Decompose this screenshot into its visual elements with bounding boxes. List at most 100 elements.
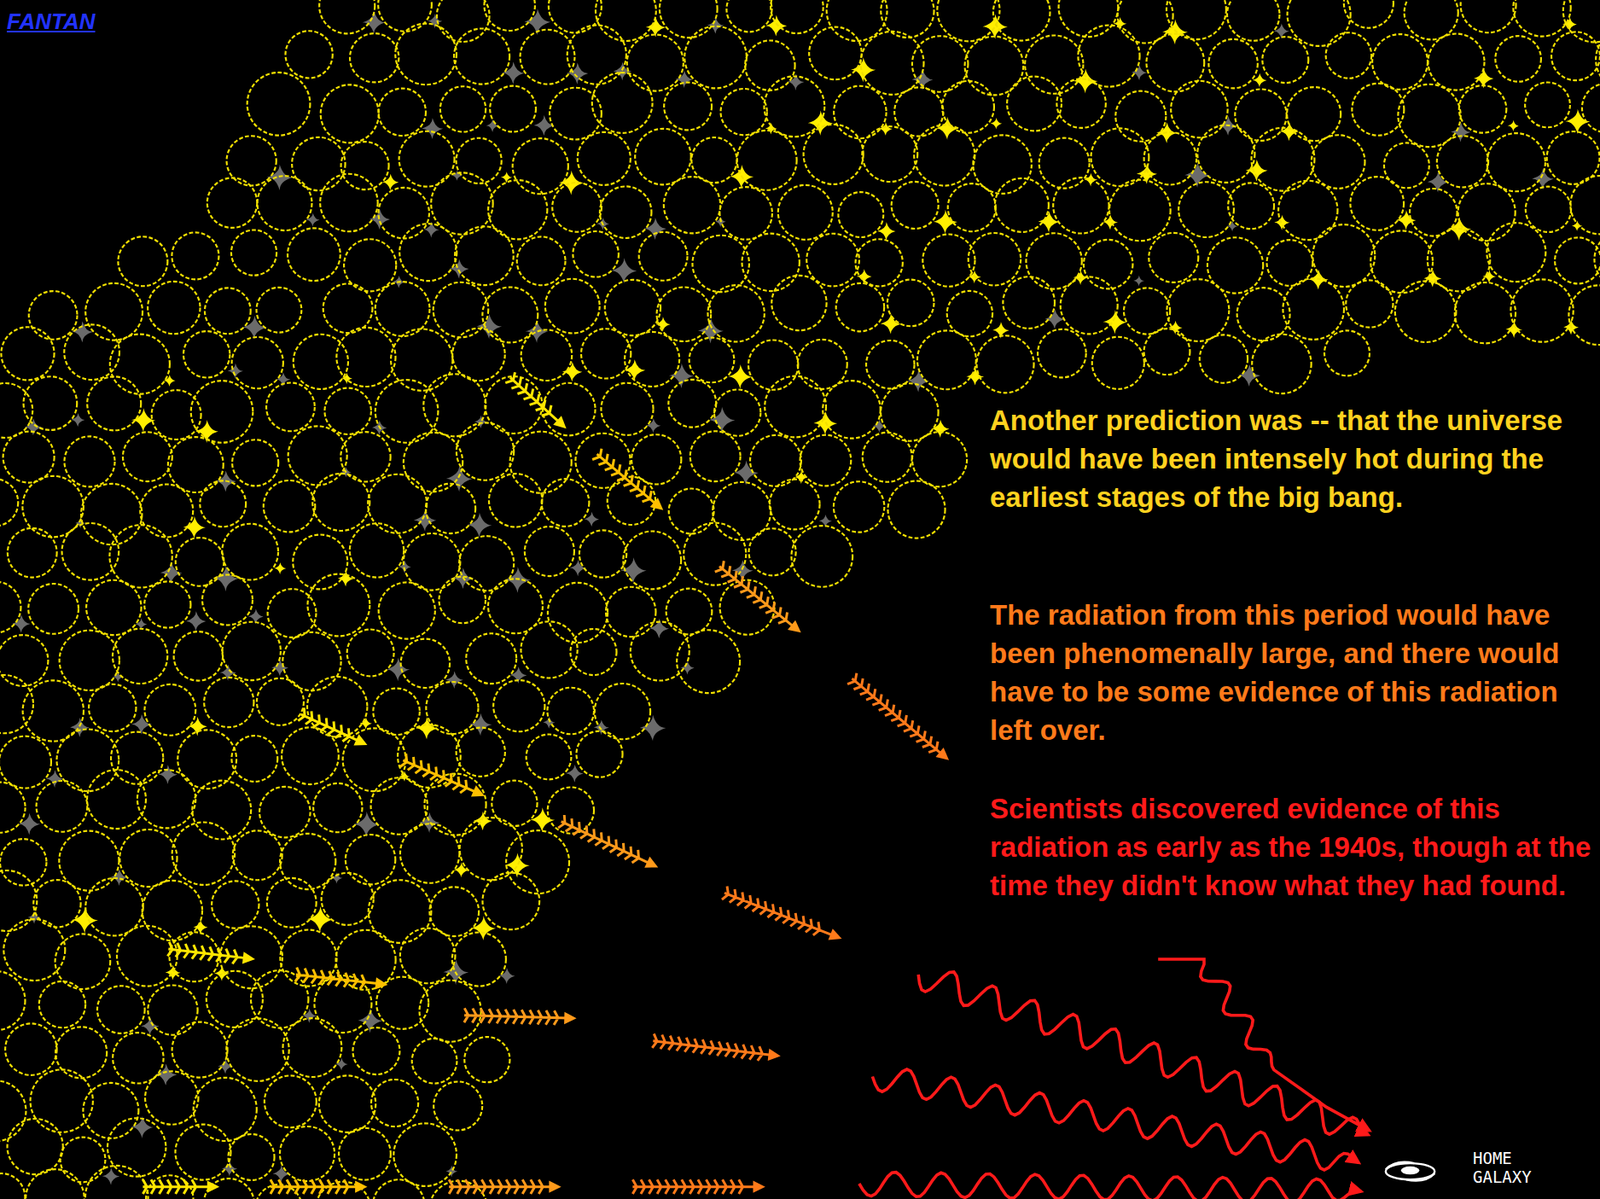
foam-junction (529, 807, 555, 832)
foam-bubble (552, 182, 602, 233)
foam-bubble (1207, 237, 1263, 293)
foam-bubble (549, 87, 602, 140)
foam-bubble (172, 821, 235, 885)
foam-bubble (139, 484, 193, 538)
foam-bubble (545, 279, 600, 334)
foam-bubble (639, 232, 688, 281)
foam-bubble (440, 86, 486, 132)
foam-junction (1184, 162, 1211, 188)
foam-bubble (86, 580, 141, 635)
foam-bubble (312, 473, 370, 531)
foam-bubble (112, 628, 168, 684)
foam-bubble (520, 621, 577, 678)
foam-bubble (319, 1075, 376, 1132)
foam-bubble (913, 124, 975, 186)
foam-bubble (145, 1070, 198, 1124)
foam-bubble (1144, 132, 1197, 185)
foam-bubble (193, 1077, 257, 1141)
foam-bubble (1594, 231, 1600, 289)
foam-bubble (231, 230, 277, 276)
foam-bubble (663, 82, 712, 131)
foam-bubble (321, 872, 374, 926)
foam-bubble (203, 677, 254, 728)
foam-junction (476, 314, 502, 340)
foam-bubble (836, 283, 885, 332)
radiation-arrows (142, 372, 949, 1194)
foam-bubble (263, 480, 316, 533)
foam-bubble (232, 439, 279, 486)
foam-junction (102, 1167, 120, 1185)
foam-junction (335, 1058, 349, 1071)
foam-bubble (726, 0, 772, 32)
foam-bubble (283, 1018, 343, 1077)
foam-junction (562, 361, 582, 382)
foam-junction (445, 1165, 458, 1178)
foam-bubble (1554, 237, 1600, 284)
foam-bubble (1053, 177, 1109, 233)
arrowhead (828, 928, 843, 940)
foam-bubble (400, 823, 460, 883)
foam-bubble (58, 831, 119, 891)
foam-bubble (433, 1081, 483, 1130)
foam-junction (446, 465, 473, 493)
caption-paragraph: Another prediction was -- that the unive… (989, 401, 1595, 517)
foam-bubble (912, 35, 968, 92)
foam-bubble (803, 124, 864, 185)
foam-junction (990, 117, 1002, 129)
foam-bubble (1170, 81, 1228, 139)
foam-bubble (1144, 328, 1191, 375)
foam-junction (306, 213, 320, 227)
foam-bubble (917, 330, 977, 390)
foam-bubble (778, 185, 833, 240)
foam-bubble (88, 684, 136, 732)
foam-bubble (1427, 34, 1484, 91)
foam-junction (808, 110, 833, 136)
arrow-shaft (448, 1179, 553, 1194)
foam-bubble (107, 1117, 166, 1176)
foam-bubble (0, 674, 34, 734)
foam-bubble (791, 525, 853, 588)
foam-bubble (320, 84, 379, 143)
arrow-shaft (297, 707, 361, 741)
foam-junction (271, 658, 289, 676)
wavy-arrow (1157, 959, 1370, 1131)
foam-bubble (3, 919, 65, 981)
foam-junction (1238, 364, 1261, 387)
foam-junction (369, 209, 390, 230)
foam-junction (498, 967, 515, 984)
foam-bubble (341, 141, 390, 190)
foam-bubble (806, 233, 860, 287)
foam-bubble (456, 422, 514, 480)
foam-bubble (378, 187, 430, 239)
foam-bubble (993, 0, 1051, 41)
foam-bubble (279, 1126, 335, 1182)
foam-bubble (707, 285, 764, 342)
foam-bubble (520, 29, 576, 85)
foam-bubble (207, 177, 257, 227)
foam-bubble (438, 576, 486, 624)
foam-bubble (517, 236, 566, 286)
foam-bubble (336, 327, 396, 387)
foam-bubble (62, 523, 120, 581)
foam-junction (474, 415, 488, 429)
foam-bubble (826, 0, 888, 41)
arrowhead (650, 497, 664, 511)
foam-bubble (1166, 279, 1229, 342)
foam-bubble (1282, 278, 1344, 340)
foam-bubble (0, 971, 25, 1030)
foam-bubble (669, 488, 715, 535)
foam-bubble (87, 769, 146, 829)
foam-bubble (690, 430, 741, 482)
foam-bubble (822, 380, 881, 439)
foam-bubble (372, 1179, 425, 1199)
foam-bubble (691, 137, 737, 183)
wavy-arrow (859, 1172, 1362, 1199)
foam-bubble (1459, 85, 1507, 133)
foam-bubble (668, 379, 716, 428)
foam-bubble (231, 735, 278, 782)
foam-bubble (59, 630, 120, 691)
feathered-arrow (651, 1033, 780, 1061)
foam-bubble (1092, 337, 1145, 390)
feathered-arrow (632, 1179, 765, 1194)
foam-bubble (1486, 222, 1546, 282)
